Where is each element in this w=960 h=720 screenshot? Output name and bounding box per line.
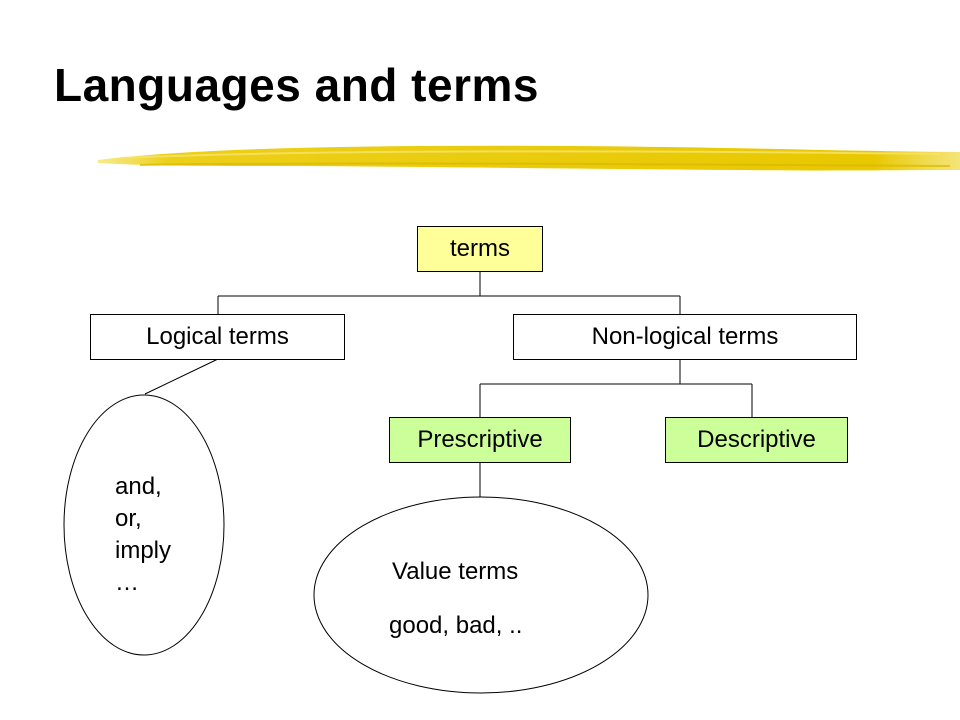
logical-example-ellipsis: … <box>115 569 139 596</box>
logical-example-and: and, <box>115 473 162 500</box>
node-non-logical-terms: Non-logical terms <box>513 314 857 360</box>
node-logical-terms: Logical terms <box>90 314 345 360</box>
title-underline-brush-stroke <box>98 145 960 171</box>
slide-title: Languages and terms <box>54 59 539 111</box>
logical-example-or: or, <box>115 505 142 532</box>
node-descriptive: Descriptive <box>665 417 848 463</box>
logical-example-imply: imply <box>115 537 172 564</box>
connector-logical-to-examples <box>144 358 219 395</box>
logical-examples-ellipse <box>63 394 225 656</box>
value-terms-examples: good, bad, .. <box>389 612 523 639</box>
node-terms: terms <box>417 226 543 272</box>
node-prescriptive: Prescriptive <box>389 417 571 463</box>
value-terms-ellipse <box>313 496 649 694</box>
value-terms-heading: Value terms <box>392 558 519 585</box>
logical-examples-list: and, or, imply … <box>115 471 171 599</box>
